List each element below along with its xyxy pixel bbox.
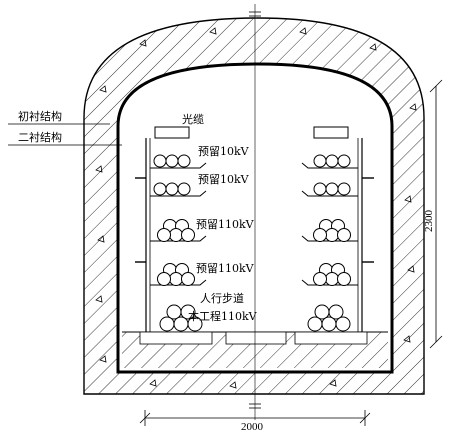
centerline-tick-bottom bbox=[249, 403, 261, 409]
label-fiber-cable: 光缆 bbox=[182, 112, 204, 126]
cables bbox=[153, 154, 351, 332]
width-dimension-text: 2000 bbox=[241, 421, 264, 433]
label-reserved-110kv-2: 预留110kV bbox=[196, 262, 255, 275]
centerline-tick-top bbox=[249, 11, 261, 17]
aggregate-marks bbox=[95, 27, 417, 389]
label-reserved-10kv-2: 预留10kV bbox=[198, 173, 250, 186]
label-this-project: 本工程110kV bbox=[188, 309, 258, 323]
width-dimension bbox=[139, 410, 371, 426]
floor-bench bbox=[122, 331, 388, 368]
label-primary-lining: 初衬结构 bbox=[18, 109, 62, 123]
right-fiber-box bbox=[313, 126, 349, 139]
height-dimension-text: 2300 bbox=[423, 210, 435, 233]
label-reserved-110kv-1: 预留110kV bbox=[196, 218, 255, 231]
left-fiber-box bbox=[154, 126, 190, 139]
height-dimension bbox=[429, 79, 443, 349]
label-leaders bbox=[8, 123, 122, 146]
label-secondary-lining: 二衬结构 bbox=[18, 130, 62, 144]
label-walkway: 人行步道 bbox=[200, 291, 244, 305]
label-reserved-10kv-1: 预留10kV bbox=[198, 145, 250, 158]
